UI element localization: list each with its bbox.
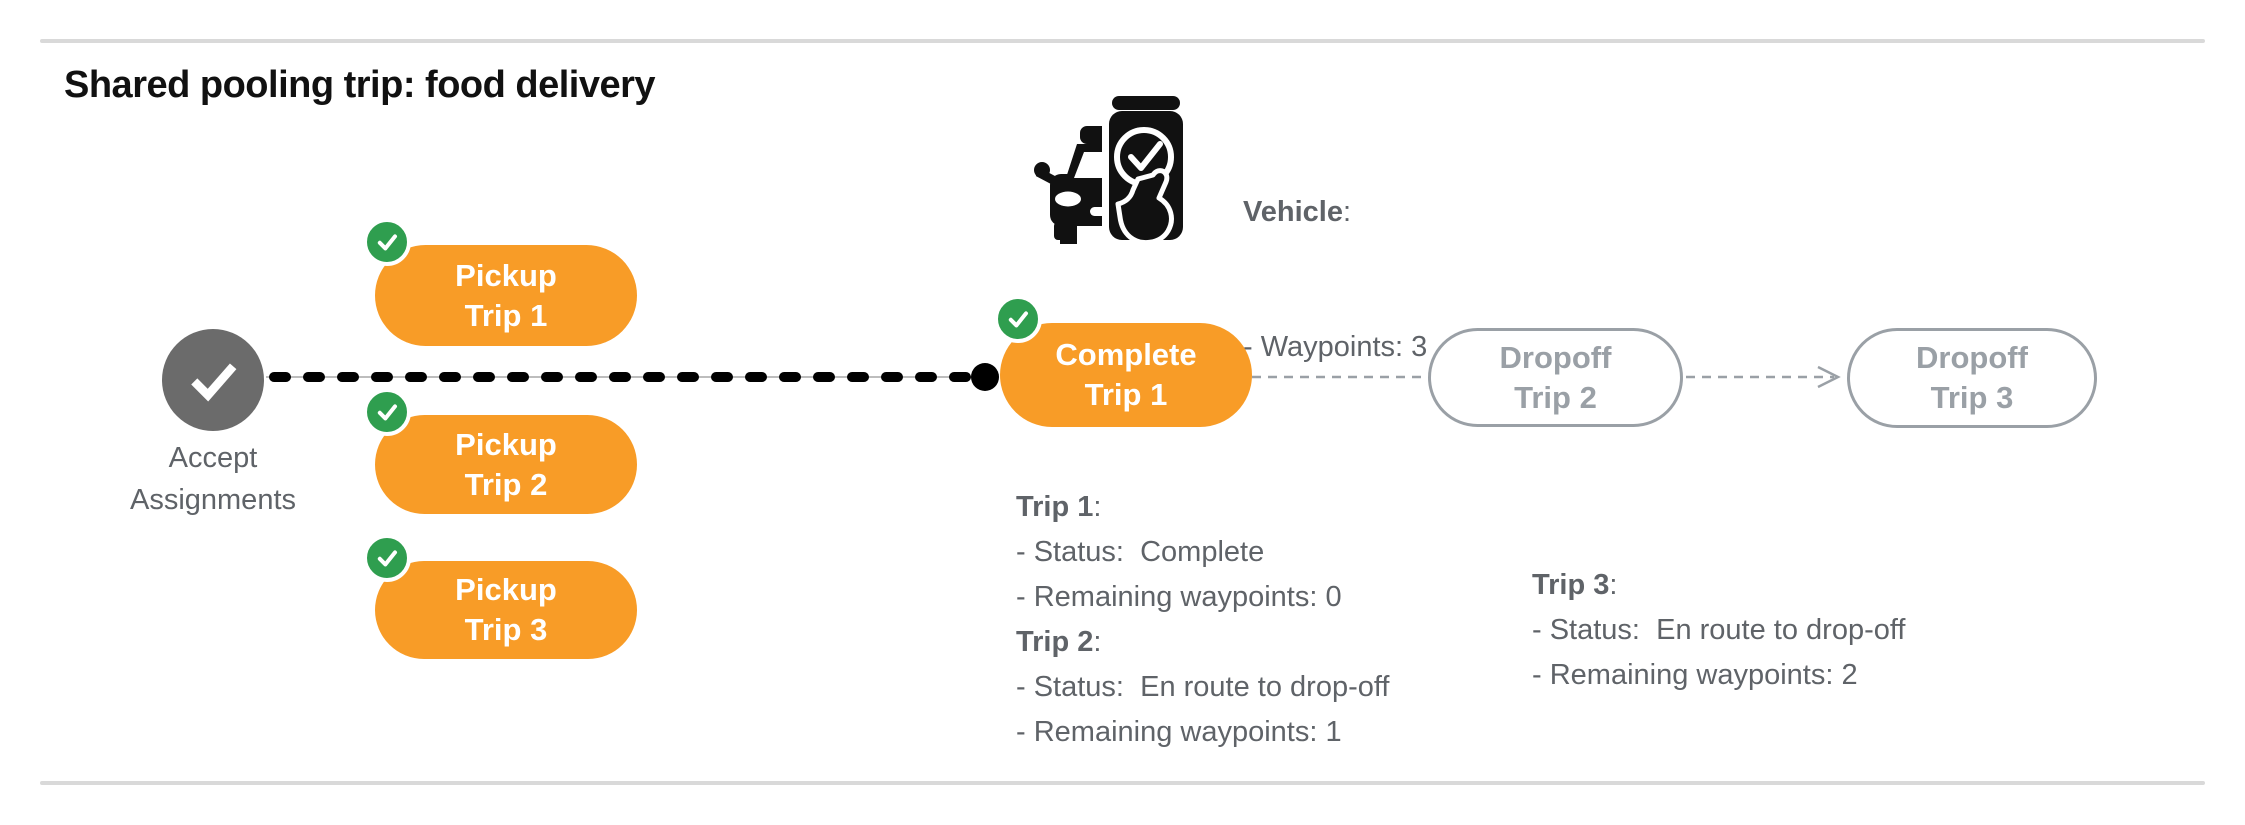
trip3-waypoints: - Remaining waypoints: 2	[1532, 659, 1858, 691]
check-badge-icon	[994, 295, 1042, 343]
trip1-title-line: Trip 1:	[1016, 485, 1389, 530]
node-dropoff-trip-3: Dropoff Trip 3	[1847, 328, 2097, 428]
node-label-line1: Pickup	[455, 572, 557, 607]
trip3-status: - Status: En route to drop-off	[1532, 614, 1906, 646]
trip2-title: Trip 2	[1016, 626, 1094, 658]
trip3-colon: :	[1609, 569, 1618, 601]
check-icon	[191, 363, 237, 402]
node-label-line2: Trip 3	[464, 612, 548, 647]
node-pickup-trip-1: Pickup Trip 1	[363, 218, 637, 346]
vehicle-label-line: Vehicle:	[1243, 190, 1427, 235]
vehicle-waypoints: - Waypoints: 3	[1243, 331, 1428, 363]
node-label-line1: Pickup	[455, 257, 557, 293]
trip1-waypoints: - Remaining waypoints: 0	[1016, 581, 1342, 613]
node-pickup-trip-2: Pickup Trip 2	[363, 388, 637, 514]
arrowhead-icon	[1817, 365, 1841, 389]
node-label-line2: Trip 2	[1514, 379, 1597, 415]
vehicle-colon: :	[1342, 196, 1352, 228]
trip1-colon: :	[1093, 491, 1102, 523]
accept-label-line1: Accept	[168, 442, 258, 474]
vehicle-phone-icon	[1034, 92, 1190, 244]
accept-label-line2: Assignments	[129, 484, 296, 516]
phone-top-cap	[1112, 96, 1180, 110]
node-label-line2: Trip 3	[1930, 380, 2014, 415]
trip3-title: Trip 3	[1532, 569, 1610, 601]
trip2-status: - Status: En route to drop-off	[1016, 671, 1390, 703]
car-wheel	[1054, 222, 1077, 240]
check-badge-icon	[363, 388, 411, 436]
accept-assignments-node	[162, 329, 264, 431]
trip2-title-line: Trip 2:	[1016, 620, 1389, 665]
trip2-colon: :	[1093, 626, 1102, 658]
node-label-line2: Trip 2	[464, 466, 548, 502]
check-badge-icon	[363, 534, 411, 582]
trip-details-right: Trip 3: - Status: En route to drop-off -…	[1532, 563, 1905, 698]
check-icon	[1128, 141, 1163, 171]
node-label-line2: Trip 1	[1084, 377, 1168, 412]
node-label-line1: Dropoff	[1916, 340, 2028, 375]
node-label-line1: Pickup	[455, 426, 557, 462]
trip1-title: Trip 1	[1016, 491, 1094, 523]
node-complete-trip-1: Complete Trip 1	[994, 295, 1252, 427]
top-divider	[40, 39, 2205, 43]
pointing-hand-icon	[1115, 168, 1174, 244]
endpoint-dot	[971, 363, 999, 391]
accept-assignments-label: Accept Assignments	[63, 437, 363, 521]
trip-details-left: Trip 1: - Status: Complete - Remaining w…	[1016, 485, 1389, 755]
node-label-line1: Dropoff	[1499, 339, 1612, 375]
node-dropoff-trip-2: Dropoff Trip 2	[1428, 328, 1683, 427]
car-underbody	[1060, 236, 1077, 244]
node-pickup-trip-3: Pickup Trip 3	[363, 534, 637, 659]
vehicle-info: Vehicle: - Waypoints: 3	[1243, 100, 1427, 460]
car-headlight	[1055, 191, 1081, 207]
check-badge-icon	[363, 218, 411, 266]
trip3-title-line: Trip 3:	[1532, 563, 1905, 608]
node-label-line2: Trip 1	[464, 297, 548, 333]
vehicle-label: Vehicle	[1243, 196, 1343, 228]
bottom-divider	[40, 781, 2205, 785]
page-title: Shared pooling trip: food delivery	[64, 64, 656, 106]
node-label-line1: Complete	[1055, 337, 1197, 372]
trip2-waypoints: - Remaining waypoints: 1	[1016, 716, 1342, 748]
trip1-status: - Status: Complete	[1016, 536, 1265, 568]
